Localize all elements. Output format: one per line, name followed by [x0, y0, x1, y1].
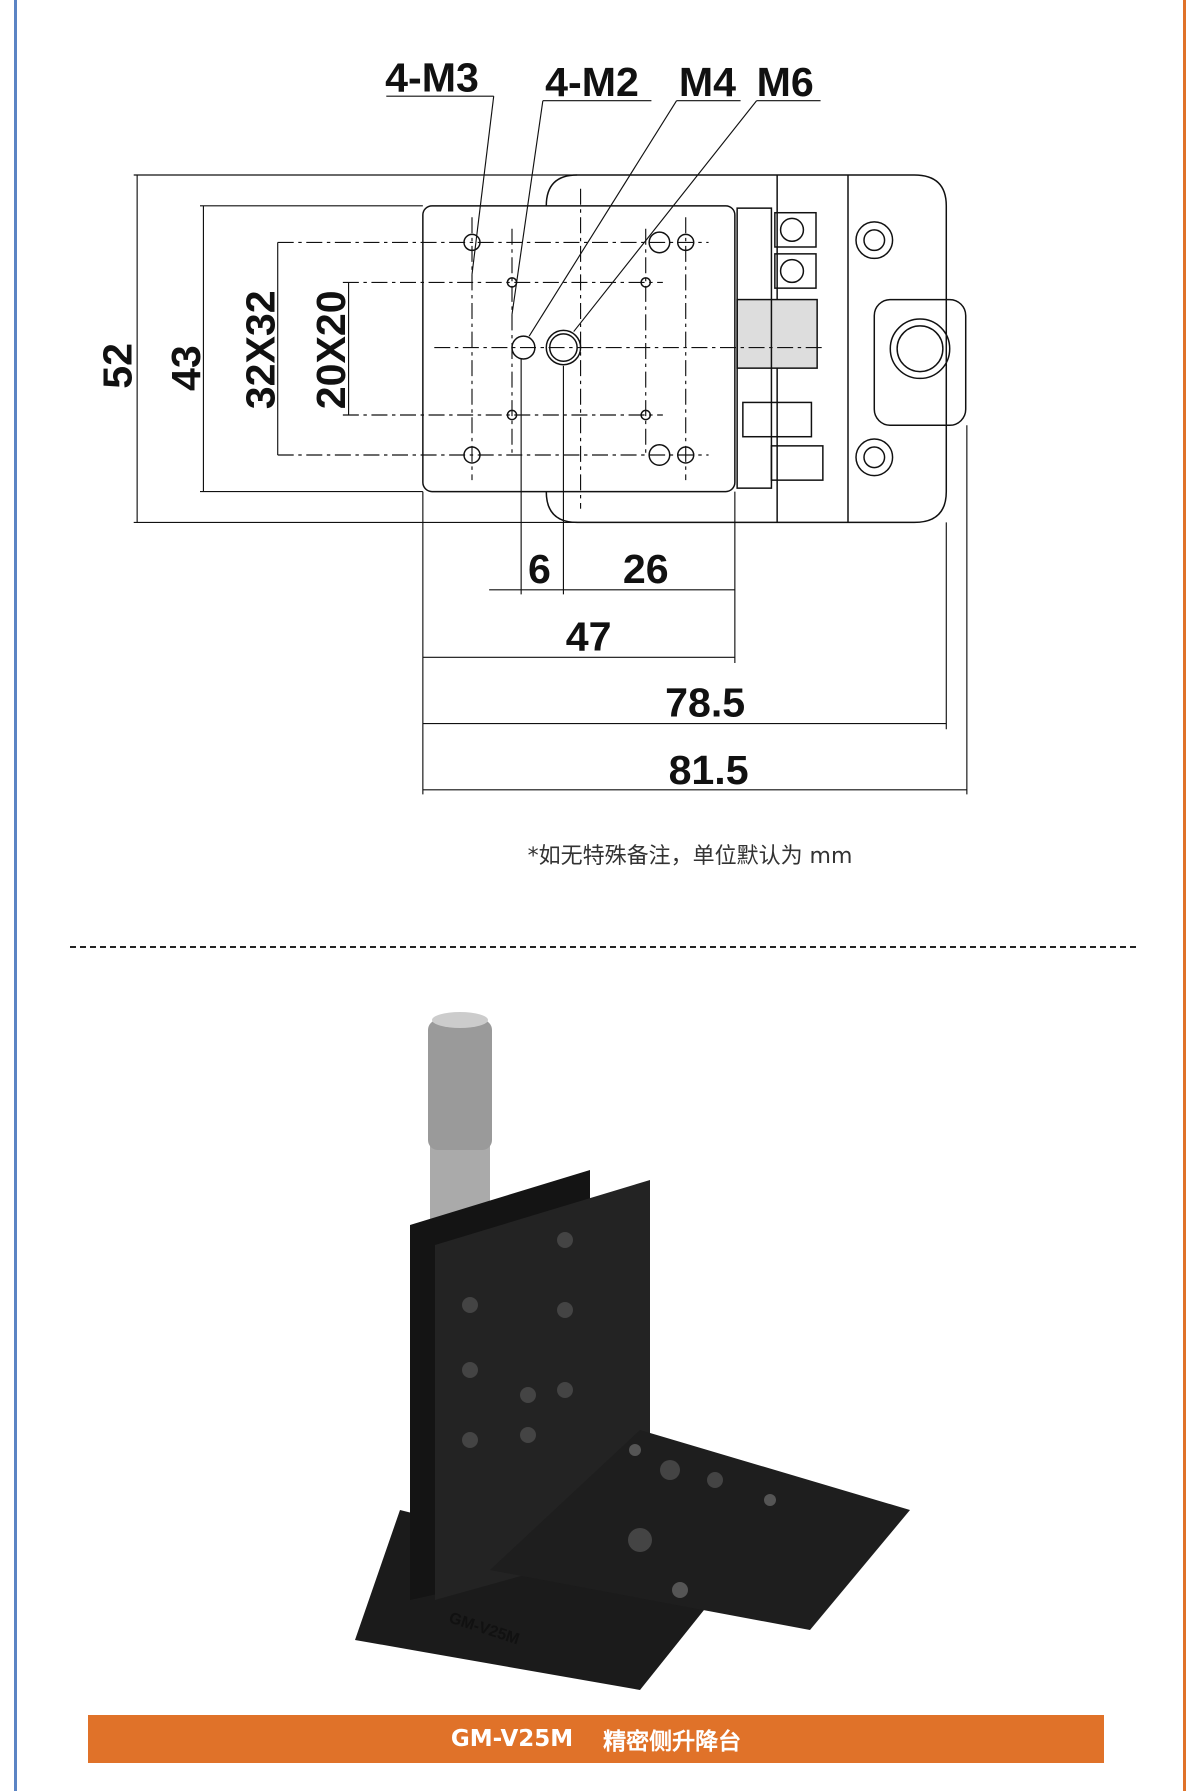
callout-4-m2: 4-M2: [545, 59, 639, 105]
micrometer-knob: [428, 1020, 492, 1150]
angle-bracket-top: [490, 1430, 910, 1630]
banner-model: GM-V25M: [450, 1726, 574, 1752]
mounting-holes: [463, 231, 695, 467]
dim-52: 52: [94, 343, 140, 389]
dim-6: 6: [528, 546, 551, 592]
dim-20x20: 20X20: [308, 290, 354, 409]
base-outline: [545, 174, 948, 524]
micrometer-outline: [873, 298, 967, 427]
dim-47: 47: [566, 613, 612, 659]
top-plate: [422, 205, 736, 493]
right-border: [1183, 0, 1186, 1791]
dim-43: 43: [163, 345, 209, 391]
dim-32x32: 32X32: [237, 290, 283, 409]
section-divider: [70, 946, 1136, 948]
product-title-banner: GM-V25M 精密侧升降台: [88, 1715, 1104, 1763]
product-photo: GM-V25M: [355, 1012, 910, 1690]
callout-m4: M4: [679, 59, 736, 105]
callout-m6: M6: [757, 59, 814, 105]
dim-26: 26: [623, 546, 669, 592]
banner-product-name: 精密侧升降台: [603, 1729, 742, 1755]
unit-note: *如无特殊备注，单位默认为 mm: [527, 844, 853, 869]
dim-81-5: 81.5: [669, 747, 749, 793]
dim-78-5: 78.5: [665, 680, 745, 726]
left-border: [14, 0, 17, 1791]
callout-4-m3: 4-M3: [385, 55, 479, 101]
technical-drawing: 4-M3 4-M2 M4 M6 52 43 32X32 20X20 6 26 4…: [94, 55, 968, 795]
